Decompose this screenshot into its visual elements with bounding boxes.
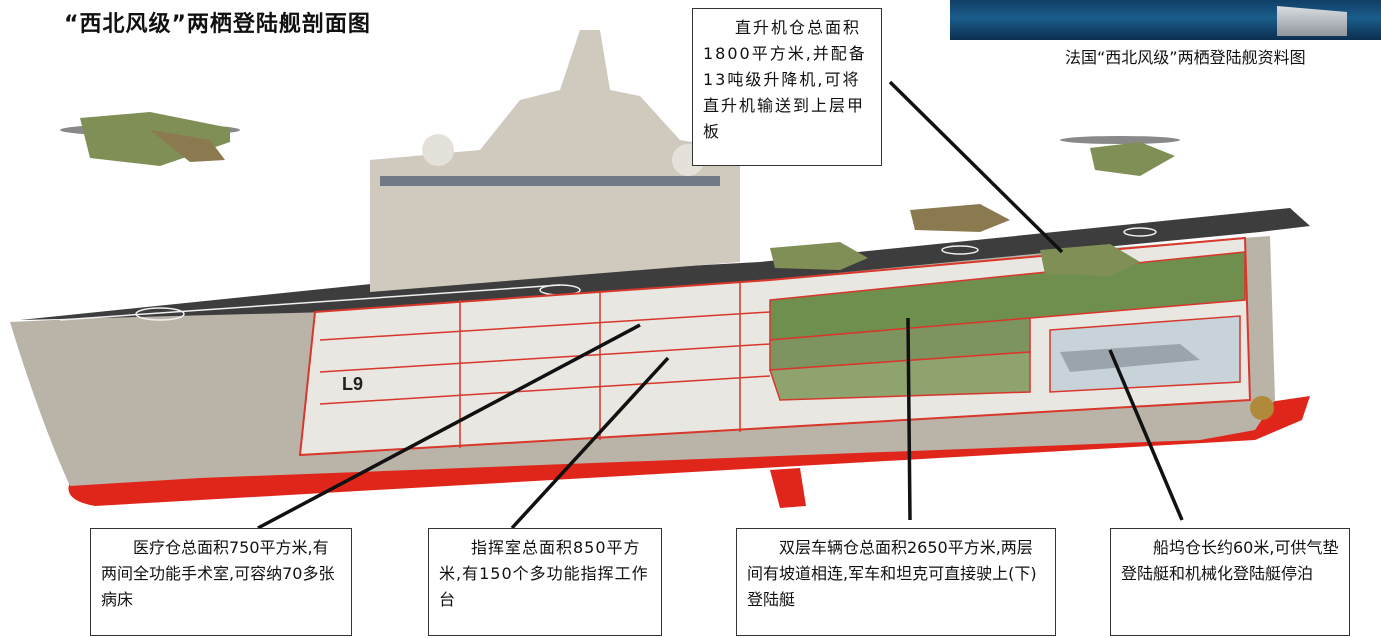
rudder (770, 468, 806, 508)
callout-well-dock: 船坞仓长约60米,可供气垫登陆艇和机械化登陆艇停泊 (1110, 528, 1350, 636)
landing-craft (1060, 344, 1200, 372)
deck-markings (59, 227, 1157, 321)
callout-medical: 医疗仓总面积750平方米,有两间全功能手术室,可容纳70多张病床 (90, 528, 352, 636)
radar-dome (422, 134, 454, 166)
vehicle-deck-lower (768, 351, 1031, 401)
callout-helicopter-hangar: 直升机仓总面积1800平方米,并配备13吨级升降机,可将直升机输送到上层甲板 (692, 8, 882, 166)
propeller-icon (1250, 396, 1274, 420)
callout-command: 指挥室总面积850平方米,有150个多功能指挥工作台 (428, 528, 662, 636)
interior-decks (319, 282, 771, 448)
leader-lines (257, 80, 1184, 530)
helicopter-flying-right (1060, 136, 1180, 176)
ship-name: MISTRAL (1305, 337, 1354, 349)
island-superstructure (370, 30, 740, 292)
bridge-windows (380, 176, 720, 186)
helicopter-on-deck (770, 204, 1140, 276)
helicopter-flying-left (60, 112, 240, 166)
flight-deck (20, 208, 1310, 320)
diagram-title: “西北风级”两栖登陆舰剖面图 (64, 12, 371, 37)
pennant-number: L9 (342, 374, 363, 394)
reference-photo (950, 0, 1381, 40)
callout-vehicle-deck: 双层车辆仓总面积2650平方米,两层间有坡道相连,军车和坦克可直接驶上(下)登陆… (736, 528, 1056, 636)
photo-caption: 法国“西北风级”两栖登陆舰资料图 (1065, 48, 1306, 67)
